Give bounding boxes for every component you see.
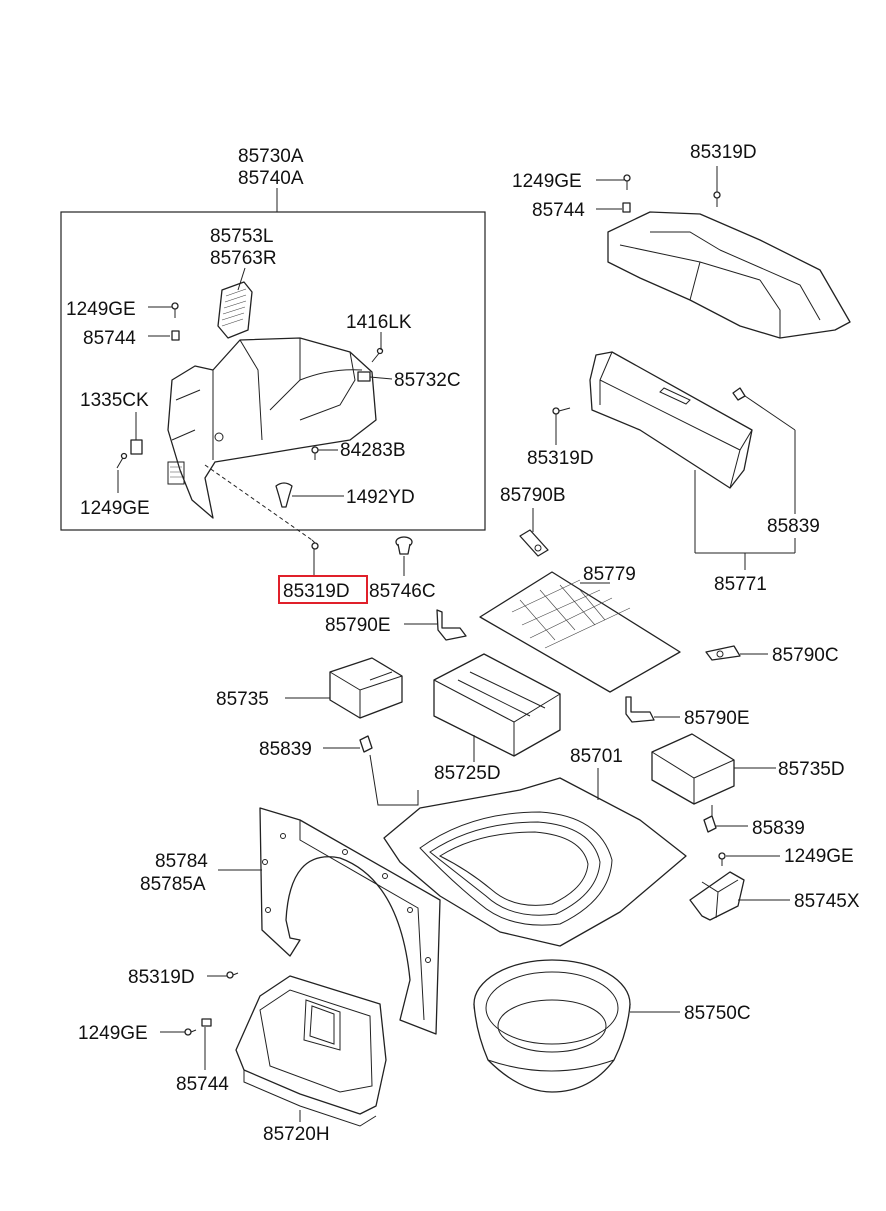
label-1249GE[interactable]: 1249GE <box>512 171 582 192</box>
grommet-1492YD[interactable] <box>275 482 293 508</box>
label-85763R[interactable]: 85763R <box>210 248 277 269</box>
label-85785A[interactable]: 85785A <box>140 874 206 895</box>
label-85319D[interactable]: 85319D <box>128 967 195 988</box>
screw-1249GE-d[interactable] <box>184 1028 197 1036</box>
floor-board-85720H[interactable] <box>235 975 387 1127</box>
clip-85839-c[interactable] <box>703 815 717 833</box>
label-1249GE[interactable]: 1249GE <box>66 299 136 320</box>
label-85790E[interactable]: 85790E <box>684 708 750 729</box>
parcel-shelf-trim[interactable] <box>607 211 851 339</box>
screw-1249GE-c[interactable] <box>718 852 726 866</box>
label-1249GE[interactable]: 1249GE <box>784 846 854 867</box>
fastener-1249GE-a[interactable] <box>171 302 179 318</box>
tray-85735[interactable] <box>329 657 403 719</box>
grille-85753L[interactable] <box>217 281 253 339</box>
hook-85790E-a[interactable] <box>436 609 467 641</box>
hook-85790C[interactable] <box>705 645 741 661</box>
trunk-lid-trim[interactable] <box>589 351 753 489</box>
label-85771[interactable]: 85771 <box>714 574 767 595</box>
label-85319D[interactable]: 85319D <box>527 448 594 469</box>
label-85720H[interactable]: 85720H <box>263 1124 330 1145</box>
label-85839[interactable]: 85839 <box>767 516 820 537</box>
label-85735[interactable]: 85735 <box>216 689 269 710</box>
clip-85744-low[interactable] <box>201 1018 212 1027</box>
screw-85319D-low[interactable] <box>226 971 239 979</box>
label-85701[interactable]: 85701 <box>570 746 623 767</box>
screw-85319D-top[interactable] <box>713 191 721 207</box>
plug-85746C[interactable] <box>395 536 413 555</box>
clip-85839-a[interactable] <box>732 387 746 401</box>
label-85790E[interactable]: 85790E <box>325 615 391 636</box>
label-85319D-selected[interactable]: 85319D <box>283 581 350 602</box>
label-85753L[interactable]: 85753L <box>210 226 273 247</box>
screw-85319D-mid[interactable] <box>552 407 571 415</box>
hook-85790E-b[interactable] <box>625 696 655 723</box>
label-85779[interactable]: 85779 <box>583 564 636 585</box>
trunk-side-trim[interactable] <box>167 337 377 519</box>
tray-85735D[interactable] <box>651 733 735 805</box>
label-1335CK[interactable]: 1335CK <box>80 390 149 411</box>
label-85744[interactable]: 85744 <box>176 1074 229 1095</box>
label-1492YD[interactable]: 1492YD <box>346 487 415 508</box>
screw-84283B[interactable] <box>311 446 319 460</box>
label-1249GE[interactable]: 1249GE <box>78 1023 148 1044</box>
screw-1249GE-top[interactable] <box>623 174 631 190</box>
clip-85839-b[interactable] <box>359 735 373 753</box>
label-85740A[interactable]: 85740A <box>238 168 304 189</box>
fastener-85744-a[interactable] <box>171 330 180 341</box>
label-85750C[interactable]: 85750C <box>684 1003 751 1024</box>
floor-mat-85701[interactable] <box>383 777 687 947</box>
label-85735D[interactable]: 85735D <box>778 759 845 780</box>
group-box <box>60 211 486 531</box>
label-1249GE[interactable]: 1249GE <box>80 498 150 519</box>
clip-1335CK[interactable] <box>130 439 143 455</box>
screw-1249GE-b[interactable] <box>116 452 128 469</box>
label-85744[interactable]: 85744 <box>532 200 585 221</box>
label-85839[interactable]: 85839 <box>752 818 805 839</box>
label-84283B[interactable]: 84283B <box>340 440 406 461</box>
label-85730A[interactable]: 85730A <box>238 146 304 167</box>
label-85790B[interactable]: 85790B <box>500 485 566 506</box>
label-1416LK[interactable]: 1416LK <box>346 312 412 333</box>
label-85744[interactable]: 85744 <box>83 328 136 349</box>
screw-85319D-selected[interactable] <box>311 539 319 550</box>
box-85725D[interactable] <box>433 653 561 757</box>
hook-85790B[interactable] <box>519 529 549 557</box>
clip-85732C[interactable] <box>357 371 371 382</box>
clip-85744-top[interactable] <box>622 202 631 213</box>
label-85746C[interactable]: 85746C <box>369 581 436 602</box>
label-85725D[interactable]: 85725D <box>434 763 501 784</box>
luggage-net[interactable] <box>479 571 681 693</box>
selection-highlight <box>278 575 368 604</box>
screw-1416LK[interactable] <box>371 347 384 363</box>
bracket-85745X[interactable] <box>689 871 745 921</box>
label-85319D[interactable]: 85319D <box>690 142 757 163</box>
label-85732C[interactable]: 85732C <box>394 370 461 391</box>
label-85790C[interactable]: 85790C <box>772 645 839 666</box>
label-85839[interactable]: 85839 <box>259 739 312 760</box>
label-85745X[interactable]: 85745X <box>794 891 860 912</box>
label-85784[interactable]: 85784 <box>155 851 208 872</box>
tire-well-85750C[interactable] <box>473 959 631 1093</box>
wheelhouse-trim-85784[interactable] <box>259 807 441 1035</box>
